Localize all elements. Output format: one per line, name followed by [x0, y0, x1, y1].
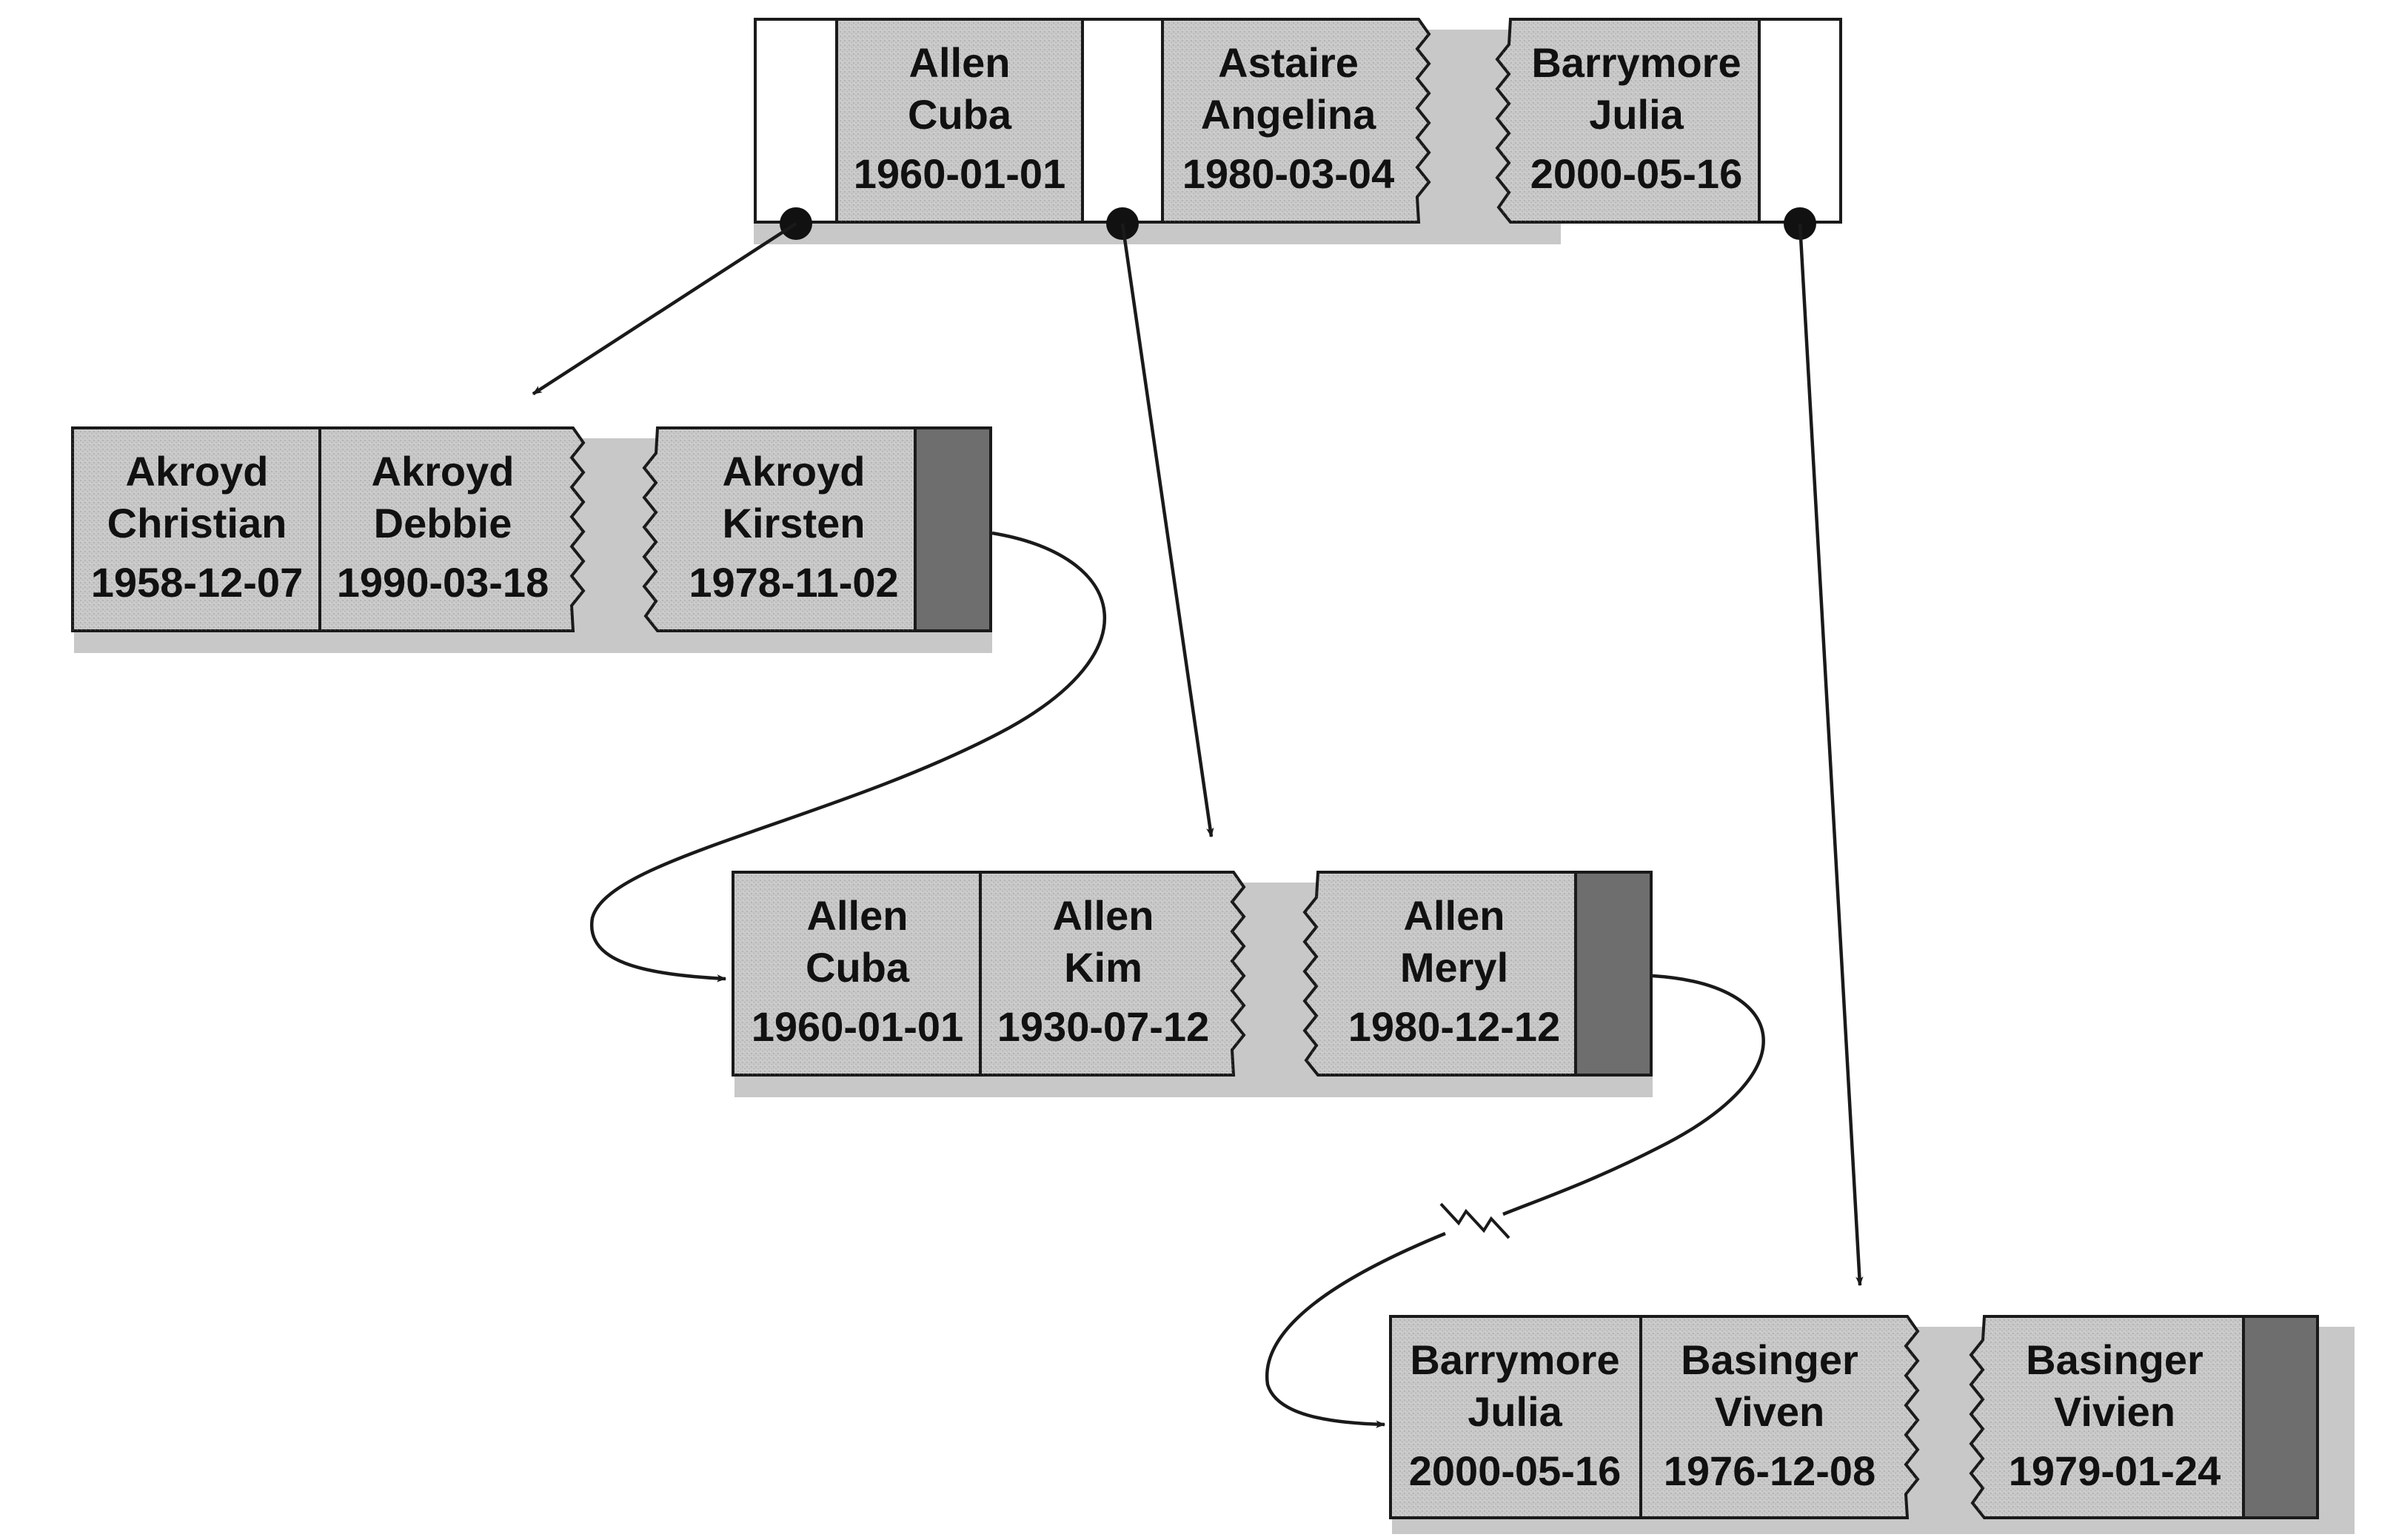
- root-cell-1-line-1: Angelina: [1201, 91, 1376, 138]
- root-cell-1-line-0: Astaire: [1218, 39, 1359, 86]
- leaf-2-cell-0: Allen Cuba 1960-01-01: [752, 892, 963, 1050]
- leaf-2-next-slot: [1574, 871, 1653, 1077]
- edges: [532, 222, 1864, 1428]
- leaf-3-cell-0-line-0: Barrymore: [1410, 1336, 1619, 1383]
- edge-root-to-leaf-3: [1798, 223, 1864, 1287]
- edge-break-symbol: [1439, 1202, 1510, 1239]
- leaf-1-cell-2-line-0: Akroyd: [723, 448, 866, 495]
- edge-root-to-leaf-2: [1120, 223, 1214, 838]
- leaf-2-cell-1-line-1: Kim: [1064, 944, 1142, 991]
- leaf-3-group-0-texture: [1391, 1316, 1918, 1518]
- root-cell-2: Barrymore Julia 2000-05-16: [1530, 39, 1742, 197]
- root-cell-2-line-0: Barrymore: [1531, 39, 1741, 86]
- leaf-1-cell-0-line-1: Christian: [107, 500, 287, 546]
- leaf-1-cell-0-line-0: Akroyd: [126, 448, 269, 495]
- leaf-2-cell-1: Allen Kim 1930-07-12: [997, 892, 1209, 1050]
- leaf-2-cell-1-line-0: Allen: [1053, 892, 1154, 939]
- leaf-2-cell-0-line-2: 1960-01-01: [752, 1003, 963, 1050]
- root-node: Allen Cuba 1960-01-01 Astaire Angelina 1…: [754, 18, 1842, 244]
- root-cell-2-line-1: Julia: [1589, 91, 1684, 138]
- leaf-3-cell-0-line-1: Julia: [1468, 1388, 1562, 1435]
- leaf-2-group-1-texture: [1305, 872, 1651, 1075]
- edge-leaf-2-to-leaf-3-part-2: [1265, 1231, 1446, 1428]
- leaf-3-cell-1-line-0: Basinger: [1681, 1336, 1858, 1383]
- edge-leaf-1-to-leaf-2: [589, 531, 1107, 982]
- leaf-2-cell-2: Allen Meryl 1980-12-12: [1348, 892, 1560, 1050]
- leaf-1-cell-0: Akroyd Christian 1958-12-07: [91, 448, 303, 606]
- leaf-1-group-0-texture: [73, 428, 583, 631]
- leaf-2-group-0-texture: [733, 872, 1244, 1075]
- edge-leaf-2-to-leaf-3-part-1: [1502, 974, 1765, 1216]
- leaf-2-cell-2-line-0: Allen: [1404, 892, 1505, 939]
- leaf-1-cell-0-line-2: 1958-12-07: [91, 559, 303, 606]
- leaf-1-cell-2: Akroyd Kirsten 1978-11-02: [689, 448, 898, 606]
- leaf-1-next-slot: [914, 426, 992, 632]
- leaf-3-cell-2-line-1: Vivien: [2054, 1388, 2175, 1435]
- leaf-3-cell-2-line-0: Basinger: [2026, 1336, 2203, 1383]
- root-pointer-slot-1: [1081, 18, 1164, 224]
- leaf-2-cell-0-line-1: Cuba: [806, 944, 910, 991]
- root-cell-2-line-2: 2000-05-16: [1530, 150, 1742, 197]
- leaf-1-cell-2-line-2: 1978-11-02: [689, 559, 898, 606]
- leaf-3-next-slot: [2242, 1315, 2319, 1519]
- leaf-3-group-1-texture: [1971, 1316, 2318, 1518]
- leaf-1-cell-1: Akroyd Debbie 1990-03-18: [337, 448, 549, 606]
- leaf-2-cell-2-line-1: Meryl: [1400, 944, 1508, 991]
- leaf-node-1: Akroyd Christian 1958-12-07 Akroyd Debbi…: [71, 426, 992, 653]
- leaf-3-cell-0-line-2: 2000-05-16: [1409, 1447, 1621, 1494]
- leaf-node-3: Barrymore Julia 2000-05-16 Basinger Vive…: [1389, 1315, 2355, 1534]
- leaf-1-cell-1-line-2: 1990-03-18: [337, 559, 549, 606]
- root-pointer-slot-0: [754, 18, 838, 224]
- edge-root-to-leaf-1: [532, 222, 797, 395]
- leaf-1-cell-1-line-1: Debbie: [374, 500, 512, 546]
- root-group-2-texture: [1497, 19, 1841, 222]
- root-cell-1-line-2: 1980-03-04: [1182, 150, 1394, 197]
- leaf-2-cell-1-line-2: 1930-07-12: [997, 1003, 1209, 1050]
- leaf-3-cell-1-line-2: 1976-12-08: [1664, 1447, 1875, 1494]
- root-pointer-slot-2: [1758, 18, 1842, 224]
- leaf-1-cell-1-line-0: Akroyd: [372, 448, 515, 495]
- leaf-2-cell-0-line-0: Allen: [807, 892, 908, 939]
- root-cell-1: Astaire Angelina 1980-03-04: [1182, 39, 1394, 197]
- leaf-2-cell-2-line-2: 1980-12-12: [1348, 1003, 1560, 1050]
- leaf-3-cell-0: Barrymore Julia 2000-05-16: [1409, 1336, 1621, 1494]
- root-cell-0: Allen Cuba 1960-01-01: [854, 39, 1065, 197]
- root-cell-0-line-1: Cuba: [908, 91, 1012, 138]
- leaf-3-cell-1-line-1: Viven: [1715, 1388, 1824, 1435]
- leaf-3-cell-2-line-2: 1979-01-24: [2009, 1447, 2221, 1494]
- root-cell-0-line-2: 1960-01-01: [854, 150, 1065, 197]
- leaf-node-2: Allen Cuba 1960-01-01 Allen Kim 1930-07-…: [732, 871, 1653, 1097]
- root-cell-0-line-0: Allen: [909, 39, 1011, 86]
- leaf-1-cell-2-line-1: Kirsten: [723, 500, 866, 546]
- leaf-1-group-1-texture: [644, 428, 991, 631]
- leaf-3-cell-1: Basinger Viven 1976-12-08: [1664, 1336, 1875, 1494]
- leaf-3-cell-2: Basinger Vivien 1979-01-24: [2009, 1336, 2221, 1494]
